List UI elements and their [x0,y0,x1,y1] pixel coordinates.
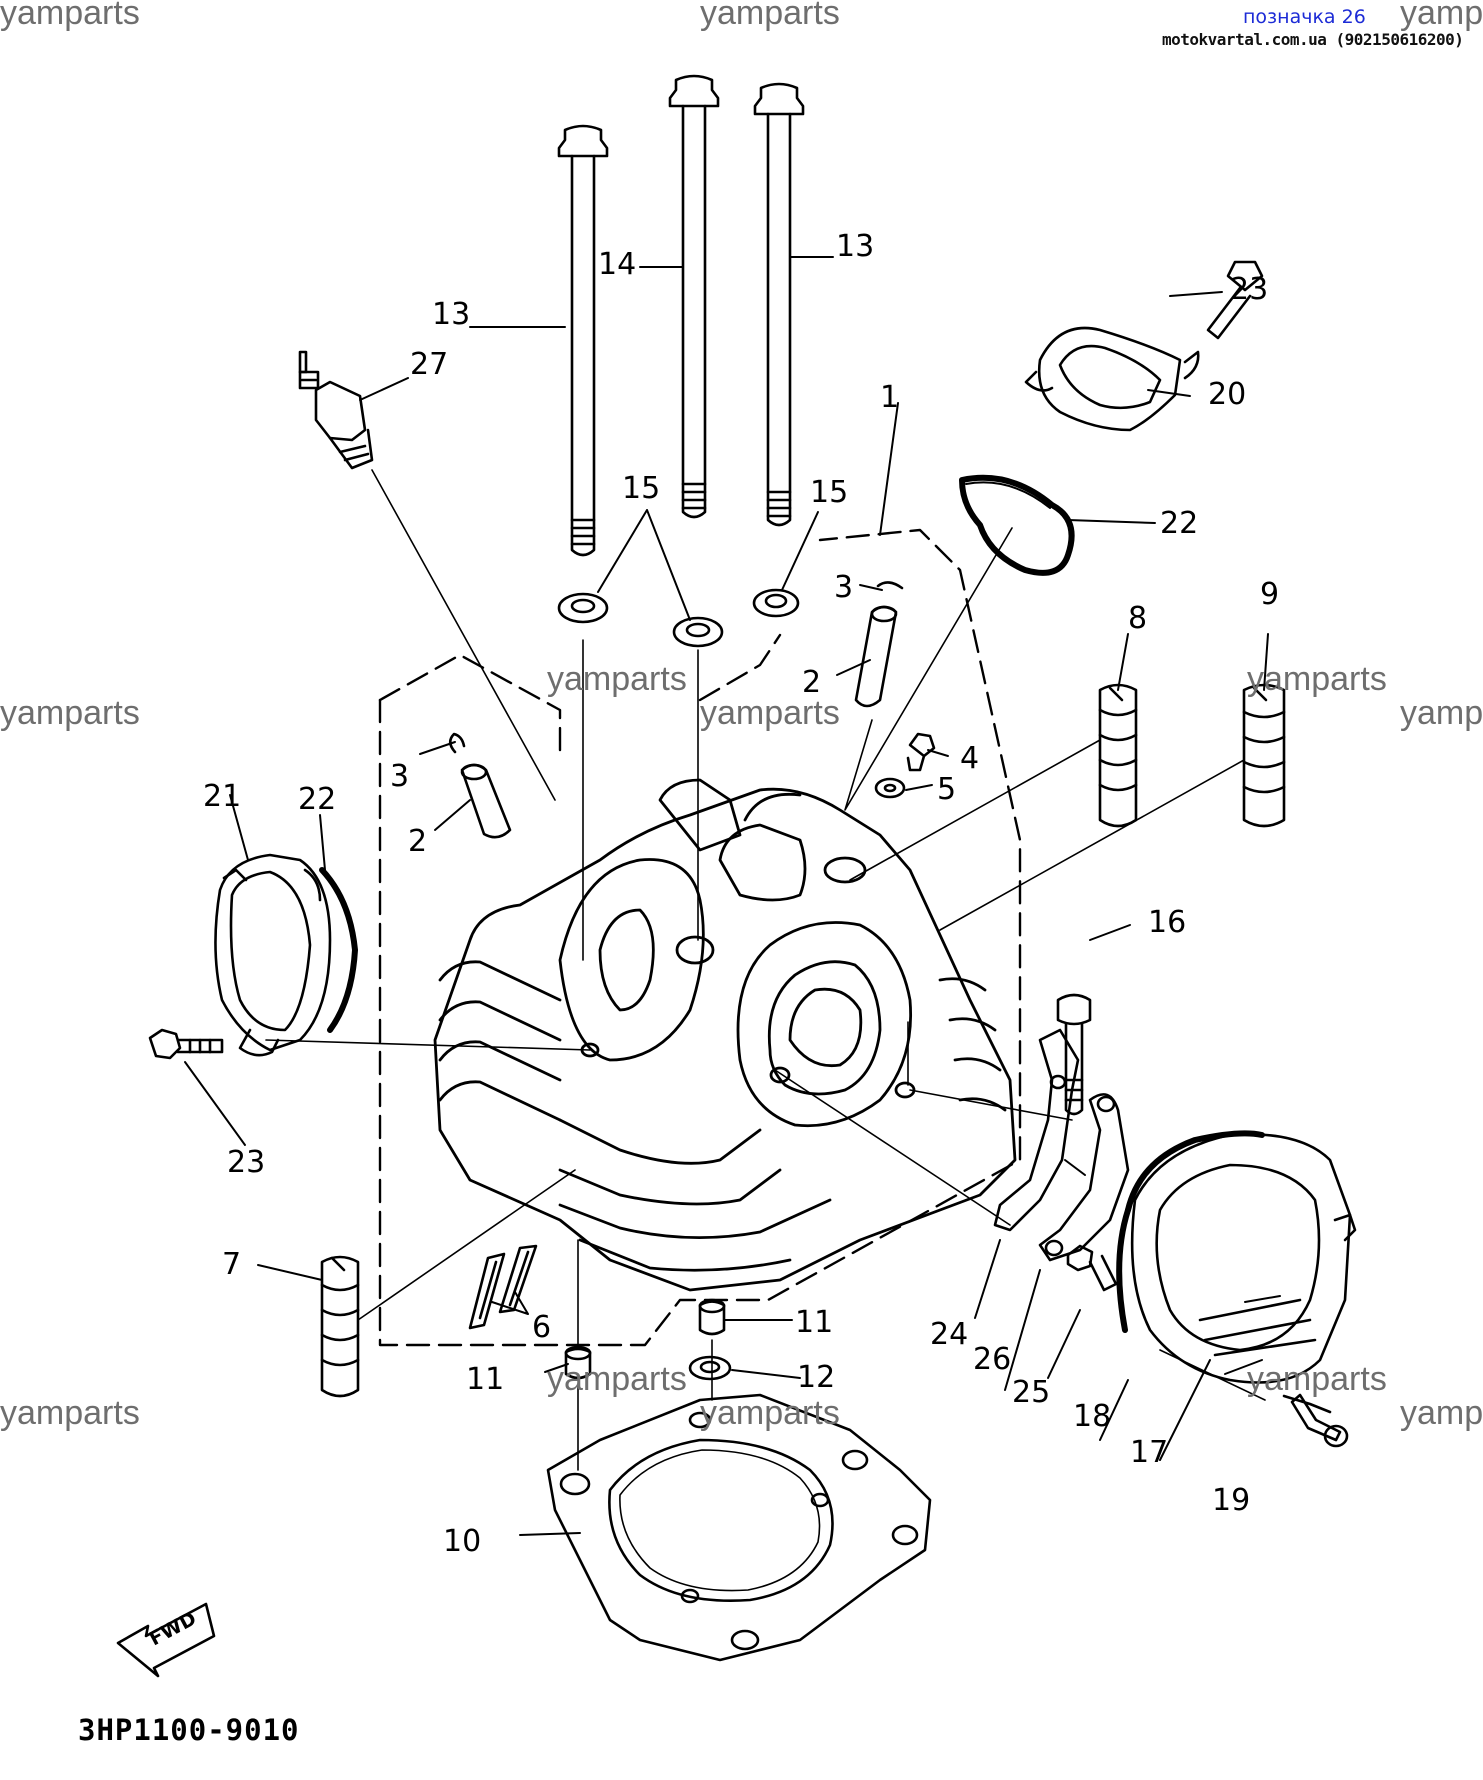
callout-12: 12 [797,1360,836,1395]
stud-9 [1242,683,1286,828]
callout-2a: 2 [802,665,822,700]
callout-11b: 11 [466,1362,505,1397]
stud-7 [320,1255,360,1398]
callout-9: 9 [1260,577,1280,612]
callout-22a: 22 [1160,506,1199,541]
callout-15b: 15 [810,475,849,510]
bolt-13-right [753,82,805,527]
diagram-code: 3HP1100-9010 [78,1713,300,1747]
callout-2b: 2 [408,824,428,859]
callout-13a: 13 [432,297,471,332]
watermark: yamparts [547,1360,687,1398]
callout-26: 26 [973,1342,1012,1377]
alignment-lines [265,469,1266,1471]
callout-14: 14 [598,247,637,282]
callout-1: 1 [880,380,900,415]
callout-23a: 23 [1230,272,1269,307]
watermark: yamparts [1247,660,1387,698]
spark-plug [298,350,374,470]
callout-8: 8 [1128,601,1148,636]
callout-21: 21 [203,779,242,814]
callout-15a: 15 [622,471,661,506]
callout-6: 6 [532,1310,552,1345]
callout-23b: 23 [227,1145,266,1180]
callout-7: 7 [222,1247,242,1282]
callout-25: 25 [1012,1375,1051,1410]
intake-joint [1024,260,1264,432]
side-cover-left [214,853,358,1057]
watermark: yamparts [547,660,687,698]
watermark: yamparts [700,0,840,32]
callout-20: 20 [1208,377,1247,412]
callout-17: 17 [1130,1435,1169,1470]
header-tag: позначка 26 [1243,6,1366,28]
head-gasket [546,1393,932,1662]
watermark: yamparts [700,1394,840,1432]
callout-11a: 11 [795,1305,834,1340]
tappet-cover-right [1116,1130,1357,1384]
watermark: yamparts [1400,694,1483,732]
watermark: yamparts [1400,0,1483,32]
callout-18: 18 [1073,1399,1112,1434]
callout-27: 27 [410,347,449,382]
bolt-14 [668,74,720,519]
leader-lines [184,256,1281,1536]
callout-5: 5 [937,772,957,807]
callout-19: 19 [1212,1483,1251,1518]
gasket-24 [993,1028,1080,1232]
callout-13b: 13 [836,229,875,264]
callout-3b: 3 [390,759,410,794]
watermark: yamparts [1400,1394,1483,1432]
assembly-outline [378,528,1022,1347]
fwd-arrow-icon [116,1602,216,1678]
callout-16: 16 [1148,905,1187,940]
watermark: yamparts [0,694,140,732]
watermark: yamparts [1247,1360,1387,1398]
callout-10: 10 [443,1524,482,1559]
gasket-26 [1038,1093,1130,1262]
callout-3a: 3 [834,570,854,605]
callout-4: 4 [960,741,980,776]
header-source: motokvartal.com.ua (902150616200) [1162,30,1464,49]
watermark: yamparts [0,1394,140,1432]
bolt-13-left [557,124,609,557]
callout-24: 24 [930,1317,969,1352]
cylinder-head [433,778,1017,1292]
callout-22b: 22 [298,782,337,817]
watermark: yamparts [0,0,140,32]
watermark: yamparts [700,694,840,732]
stud-8 [1098,683,1138,828]
